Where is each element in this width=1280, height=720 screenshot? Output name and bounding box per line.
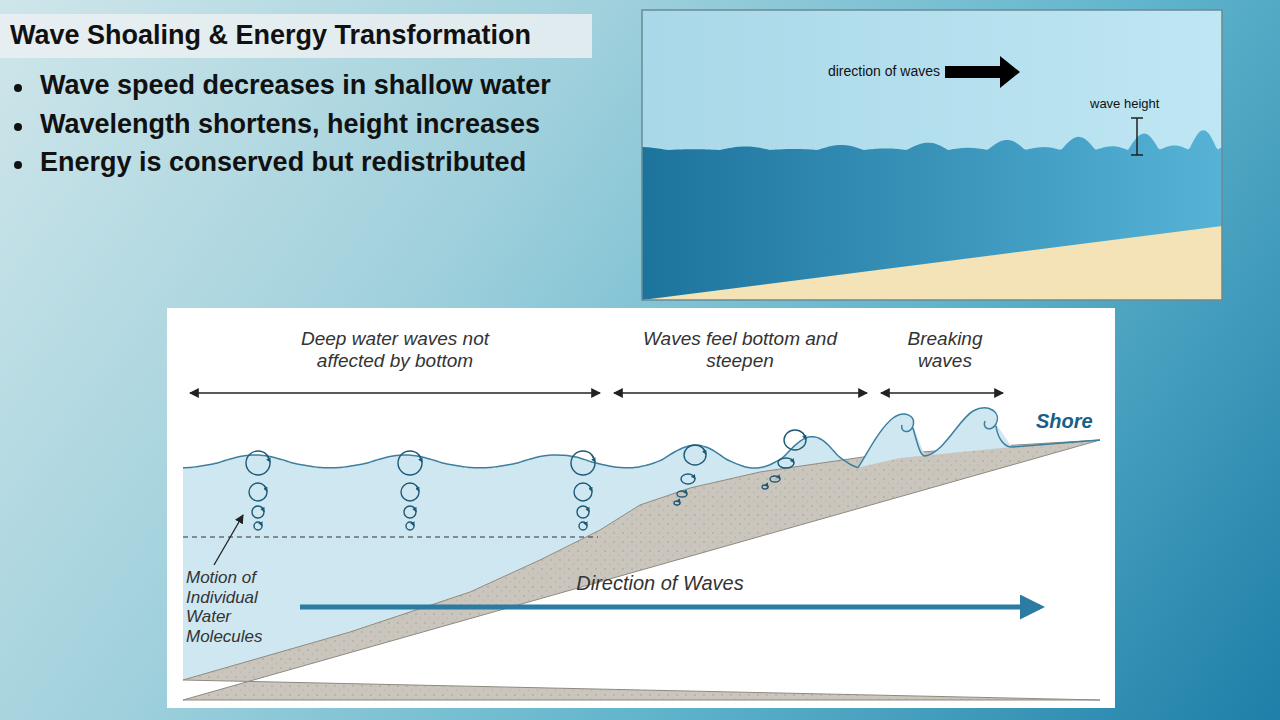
- orbit-arrow: [703, 448, 706, 454]
- wave-zone-diagram: [167, 308, 1115, 708]
- orbit-arrow: [766, 486, 768, 487]
- breaker-fill: [858, 408, 1012, 468]
- zone-label: Breaking waves: [895, 328, 995, 372]
- orbit-loop: [684, 445, 706, 465]
- orbit-arrow: [416, 486, 419, 492]
- orbit-arrow: [414, 508, 416, 512]
- direction-arrow: [945, 56, 1020, 88]
- orbit-loop: [398, 451, 422, 475]
- sky: [642, 10, 1222, 300]
- height-label: wave height: [1090, 97, 1190, 112]
- orbit-arrow: [586, 523, 587, 525]
- direction-label: Direction of Waves: [500, 572, 820, 595]
- orbit-loop: [246, 451, 270, 475]
- orbit-arrow: [803, 433, 806, 439]
- orbit-arrow: [261, 523, 262, 525]
- orbit-arrow: [266, 454, 270, 461]
- zone-span-arrow: [614, 392, 867, 393]
- orbit-loop: [252, 506, 264, 518]
- orbit-arrow: [693, 475, 695, 478]
- bullet-dot: [14, 161, 22, 169]
- zone-label: Deep water waves not affected by bottom: [270, 328, 520, 372]
- leader-arrow: [214, 515, 243, 565]
- sand-slope: [642, 226, 1222, 300]
- molecule-label: Motion of Individual Water Molecules: [186, 568, 286, 646]
- bullet-dot: [14, 123, 22, 131]
- shore-label: Shore: [1036, 410, 1106, 433]
- orbit-loop: [579, 522, 587, 530]
- slide-title: Wave Shoaling & Energy Transformation: [0, 14, 541, 51]
- orbit-arrow: [686, 492, 688, 494]
- bullet-text: Energy is conserved but redistributed: [40, 147, 526, 178]
- wave-base-line: [183, 537, 598, 538]
- orbit-loop: [770, 476, 780, 482]
- picture-frame: [642, 10, 1222, 300]
- arrow-label: direction of waves: [780, 63, 940, 79]
- sea-floor: [183, 440, 1100, 700]
- orbit-loop: [406, 522, 414, 530]
- orbit-arrow: [589, 486, 592, 492]
- title-band: Wave Shoaling & Energy Transformation: [0, 14, 592, 58]
- bullet-text: Wave speed decreases in shallow water: [40, 70, 551, 101]
- orbit-arrow: [264, 486, 267, 492]
- zone-label: Waves feel bottom and steepen: [635, 328, 845, 372]
- bullet-text: Wavelength shortens, height increases: [40, 109, 540, 140]
- orbit-loop: [249, 483, 267, 501]
- orbit-arrow: [418, 454, 422, 461]
- orbit-loop: [677, 491, 687, 497]
- orbit-loop: [762, 485, 768, 489]
- direction-arrow: [300, 605, 1040, 610]
- orbit-loop: [674, 501, 680, 505]
- orbit-loop: [681, 474, 695, 484]
- orbit-loop: [571, 451, 595, 475]
- height-marker: [1131, 118, 1143, 155]
- orbit-loop: [784, 430, 806, 450]
- orbit-arrow: [262, 508, 264, 512]
- orbit-loop: [254, 522, 262, 530]
- orbit-loop: [577, 506, 589, 518]
- orbit-loop: [574, 483, 592, 501]
- shoaling-picture: [642, 10, 1222, 300]
- orbit-loop: [778, 458, 794, 468]
- orbit-loop: [401, 483, 419, 501]
- zone-span-arrow: [190, 392, 600, 393]
- orbit-arrow: [591, 454, 595, 461]
- zone-span-arrow: [881, 392, 1003, 393]
- water-surface: [183, 437, 858, 468]
- diagram-panel: [167, 308, 1115, 708]
- bullet-dot: [14, 84, 22, 92]
- orbit-arrow: [779, 477, 781, 479]
- orbit-arrow: [792, 459, 794, 462]
- orbit-arrow: [678, 502, 680, 503]
- orbit-arrow: [413, 523, 414, 525]
- orbit-loop: [404, 506, 416, 518]
- orbit-arrow: [587, 508, 589, 512]
